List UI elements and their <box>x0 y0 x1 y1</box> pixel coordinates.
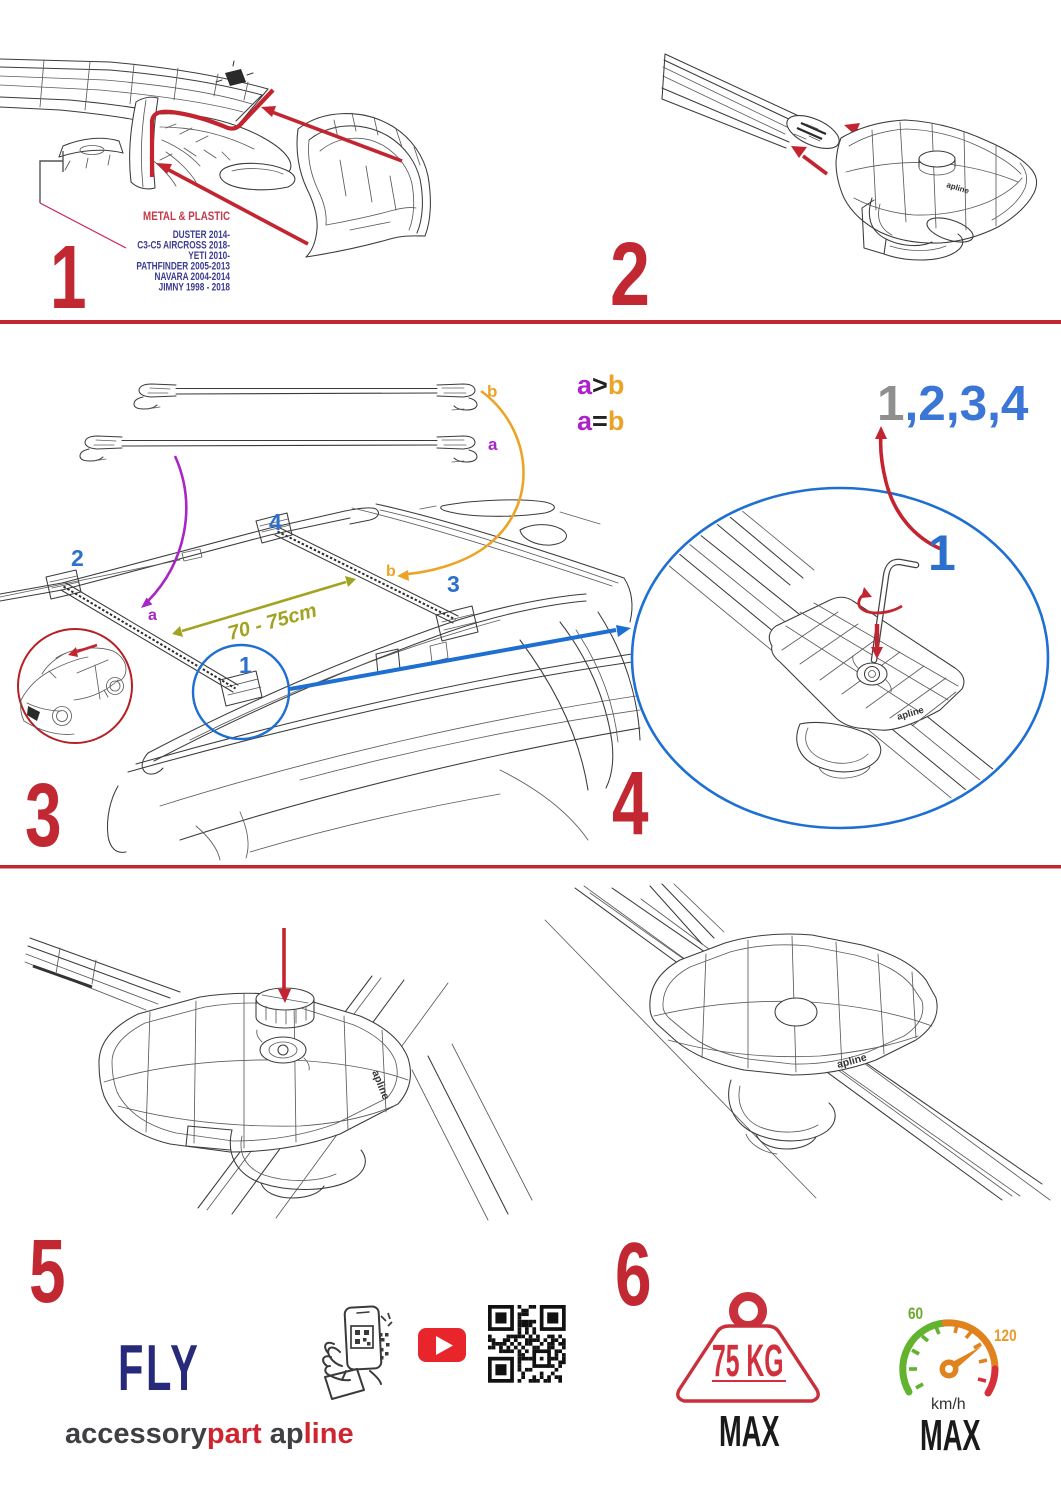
svg-text:1: 1 <box>928 525 956 581</box>
svg-text:60: 60 <box>908 1305 923 1324</box>
svg-text:b: b <box>386 563 396 580</box>
svg-text:C3-C5 AIRCROSS 2018-: C3-C5 AIRCROSS 2018- <box>137 239 230 251</box>
svg-text:6: 6 <box>615 1224 652 1325</box>
svg-text:5: 5 <box>29 1221 66 1322</box>
svg-text:NAVARA 2004-2014: NAVARA 2004-2014 <box>155 271 231 283</box>
svg-text:75 KG: 75 KG <box>712 1335 783 1386</box>
svg-text:2: 2 <box>71 545 84 571</box>
svg-text:accessorypart apline: accessorypart apline <box>65 1418 354 1450</box>
svg-text:YETI 2010-: YETI 2010- <box>188 250 230 262</box>
svg-text:1: 1 <box>239 652 252 678</box>
svg-text:2: 2 <box>610 224 650 324</box>
svg-text:120: 120 <box>994 1327 1017 1346</box>
svg-text:a>b: a>b <box>577 370 624 400</box>
svg-text:a=b: a=b <box>577 406 624 436</box>
svg-text:a: a <box>488 435 498 454</box>
svg-text:1,2,3,4: 1,2,3,4 <box>877 376 1029 431</box>
svg-text:FLY: FLY <box>118 1332 200 1405</box>
svg-text:a: a <box>148 607 157 624</box>
svg-text:MAX: MAX <box>719 1406 780 1455</box>
svg-text:km/h: km/h <box>931 1396 966 1413</box>
svg-text:3: 3 <box>447 571 460 597</box>
svg-text:b: b <box>487 382 497 401</box>
svg-text:DUSTER 2014-: DUSTER 2014- <box>173 229 230 241</box>
svg-text:METAL & PLASTIC: METAL & PLASTIC <box>143 210 230 223</box>
svg-text:4: 4 <box>612 753 649 854</box>
svg-text:4: 4 <box>269 509 282 535</box>
svg-text:MAX: MAX <box>920 1410 981 1459</box>
svg-text:JIMNY 1998 - 2018: JIMNY 1998 - 2018 <box>159 281 231 293</box>
svg-text:3: 3 <box>25 765 62 866</box>
svg-text:1: 1 <box>50 227 87 328</box>
svg-text:PATHFINDER 2005-2013: PATHFINDER 2005-2013 <box>136 260 230 272</box>
